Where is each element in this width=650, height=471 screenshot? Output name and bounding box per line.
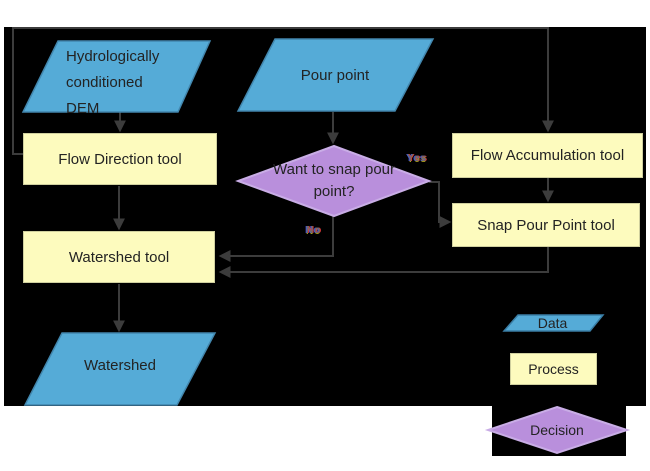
- legend-decision-label: Decision: [530, 422, 584, 438]
- watershed-label: Watershed: [84, 357, 156, 374]
- flow-accumulation-tool-label: Flow Accumulation tool: [470, 147, 625, 164]
- pour-point-label: Pour point: [300, 67, 370, 84]
- flow-direction-tool-node: Flow Direction tool: [23, 133, 217, 185]
- snap-pour-point-tool-node: Snap Pour Point tool: [452, 203, 640, 247]
- legend-data-parallelogram: [502, 314, 605, 332]
- dem-label: Hydrologically conditioned DEM: [66, 48, 160, 117]
- connector-decision-no-to-watershed-tool: [218, 216, 334, 262]
- watershed-tool-node: Watershed tool: [23, 231, 215, 283]
- pour-point-parallelogram: [236, 38, 435, 112]
- connector-flow-direction-to-flow-accumulation: [12, 27, 554, 155]
- legend-data-label: Data: [537, 314, 568, 331]
- snap-pour-point-tool-label: Snap Pour Point tool: [477, 216, 615, 234]
- watershed-parallelogram: [23, 332, 217, 406]
- edge-label-yes: Yes: [407, 153, 428, 164]
- watershed-tool-label: Watershed tool: [68, 248, 170, 266]
- flow-direction-tool-label: Flow Direction tool: [58, 150, 182, 168]
- connector-snap-pour-point-to-watershed-tool: [218, 247, 549, 278]
- flow-accumulation-tool-node: Flow Accumulation tool: [452, 133, 643, 178]
- decision-label: Want to snap pour point?: [273, 161, 396, 200]
- connector-decision-yes-to-snap-pour-point: [429, 181, 452, 228]
- decision-diamond: [235, 144, 432, 218]
- dem-parallelogram: [21, 40, 212, 113]
- edge-label-no: No: [306, 225, 322, 236]
- legend-process-label: Process: [528, 361, 579, 377]
- legend-decision-diamond: [484, 405, 631, 455]
- legend-process-node: Process: [510, 353, 597, 385]
